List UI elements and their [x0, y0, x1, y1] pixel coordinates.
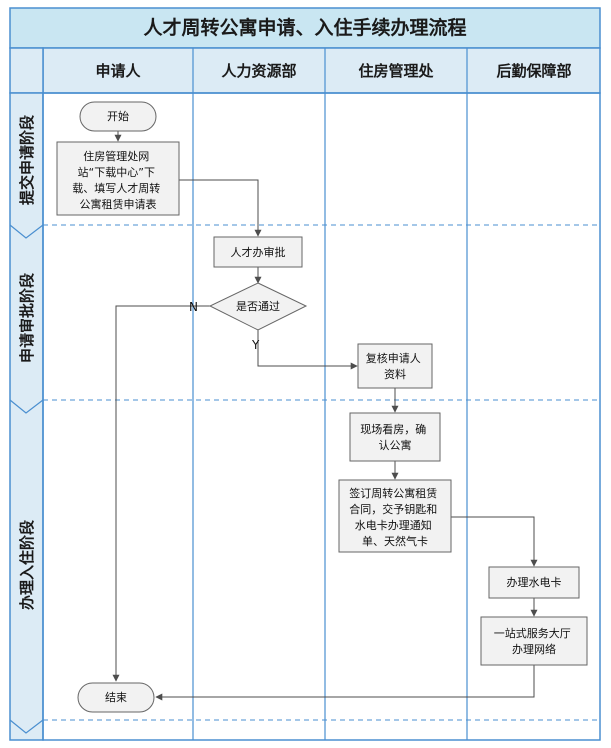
- svg-text:复核申请人 资料: 复核申请人 资料: [366, 351, 425, 381]
- svg-text:签订周转公寓租赁 合同，交予钥匙和: 签订周转公寓租赁 合同，交予钥匙和 水电卡办理通知 单、天然气卡: [349, 486, 441, 548]
- node-decision-label: 是否通过: [236, 300, 280, 313]
- phase-chevron-3: [9, 719, 44, 734]
- node-utility-label: 办理水电卡: [507, 576, 562, 589]
- node-sign: 签订周转公寓租赁 合同，交予钥匙和 水电卡办理通知 单、天然气卡: [338, 479, 452, 553]
- node-sign-line: 签订周转公寓租赁: [349, 486, 437, 500]
- lane-header-logistics: 后勤保障部: [496, 62, 571, 80]
- svg-text:一站式服务大厅 办理网络: 一站式服务大厅 办理网络: [494, 626, 575, 656]
- svg-text:住房管理处网 站“下载中心”下 载、: 住房管理处网 站“下载中心”下 载、填写人才周转 公寓租赁申请表: [72, 149, 164, 211]
- node-decision: 是否通过: [208, 282, 308, 331]
- phase-label-submit: 提交申请阶段: [18, 115, 36, 205]
- node-sign-line: 合同，交予钥匙和: [349, 502, 437, 516]
- node-fill-form-line: 住房管理处网: [83, 149, 149, 163]
- corner-cell: [9, 47, 44, 94]
- node-sign-line: 单、天然气卡: [362, 534, 428, 548]
- diagram-title: 人才周转公寓申请、入住手续办理流程: [143, 16, 466, 39]
- node-one-stop: 一站式服务大厅 办理网络: [480, 616, 588, 666]
- node-fill-form-line: 载、填写人才周转: [72, 181, 160, 195]
- node-start: 开始: [79, 101, 157, 132]
- node-one-stop-line: 一站式服务大厅: [494, 626, 571, 640]
- body-frame: [42, 92, 601, 741]
- phase-chevron-1: [9, 224, 44, 239]
- lane-header-applicant: 申请人: [95, 62, 141, 80]
- edge-form-to-approve: [179, 179, 262, 237]
- edge-onestop-to-end: [155, 665, 535, 701]
- lane-header-row: [42, 47, 601, 94]
- node-recheck: 复核申请人 资料: [357, 343, 433, 389]
- edge-decision-yes-to-recheck: [257, 330, 358, 370]
- node-fill-form-line: 站“下载中心”下: [78, 165, 155, 179]
- edge-decision-no-to-end: [112, 305, 210, 682]
- node-fill-form: 住房管理处网 站“下载中心”下 载、填写人才周转 公寓租赁申请表: [56, 141, 180, 216]
- node-sign-line: 水电卡办理通知: [355, 518, 432, 532]
- node-recheck-line: 复核申请人: [366, 351, 421, 365]
- lane-header-hr: 人力资源部: [221, 62, 296, 80]
- phase-label-checkin: 办理入住阶段: [18, 520, 36, 610]
- lane-header-housing: 住房管理处: [358, 62, 434, 80]
- node-one-stop-line: 办理网络: [512, 642, 556, 656]
- edge-label-no: N: [189, 300, 198, 314]
- node-end: 结束: [77, 682, 155, 713]
- node-start-label: 开始: [107, 109, 129, 123]
- node-end-label: 结束: [105, 691, 127, 704]
- edge-label-yes: Y: [251, 338, 260, 352]
- node-hr-approve: 人才办审批: [213, 236, 303, 268]
- phase-label-approve: 申请审批阶段: [18, 273, 36, 363]
- edge-sign-to-utility: [451, 516, 538, 567]
- node-fill-form-line: 公寓租赁申请表: [80, 197, 157, 211]
- phase-column: [9, 92, 44, 741]
- node-hr-approve-label: 人才办审批: [231, 245, 286, 259]
- node-utility: 办理水电卡: [488, 566, 580, 599]
- node-inspect: 现场看房，确 认公寓: [349, 412, 441, 462]
- title-bar: [9, 7, 601, 49]
- svg-text:现场看房，确 认公寓: 现场看房，确 认公寓: [360, 422, 430, 452]
- node-inspect-line: 认公寓: [379, 438, 412, 452]
- phase-chevron-2: [9, 399, 44, 414]
- node-inspect-line: 现场看房，确: [360, 422, 426, 436]
- node-recheck-line: 资料: [384, 367, 406, 381]
